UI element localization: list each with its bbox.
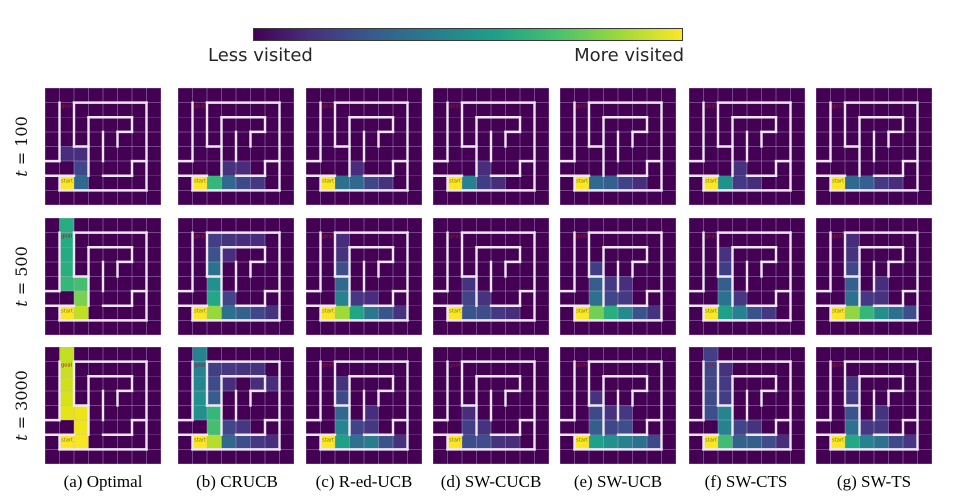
panel-crucb-t3000: goal start [178,347,294,464]
panel-red-ucb-t3000: goal start [306,347,422,464]
panel-sw-ts-t100: goal start [816,88,932,205]
start-label: start [61,178,73,184]
colorbar-gradient [253,28,683,41]
start-label: start [832,437,844,443]
start-label: start [832,308,844,314]
start-label: start [576,437,588,443]
goal-label: goal [576,234,587,240]
goal-label: goal [449,363,460,369]
panel-red-ucb-t100: goal start [306,88,422,205]
caption-sw-cucb: (d) SW-CUCB [440,472,542,491]
goal-label: goal [194,104,205,110]
goal-label: goal [832,363,843,369]
start-label: start [576,308,588,314]
goal-label: goal [576,363,587,369]
goal-label: goal [449,104,460,110]
start-label: start [322,178,334,184]
row-label-t3000-text: t = 3000 [11,370,31,441]
panel-sw-ucb-t3000: goal start [560,347,676,464]
start-label: start [194,308,206,314]
goal-label: goal [705,363,716,369]
start-label: start [832,178,844,184]
start-label: start [705,308,717,314]
row-label-t100-text: t = 100 [11,116,31,177]
goal-label: goal [832,234,843,240]
colorbar-max-label: More visited [574,45,684,66]
goal-label: goal [61,104,72,110]
panel-sw-ts-t500: goal start [816,218,932,335]
start-label: start [322,437,334,443]
goal-label: goal [194,363,205,369]
row-label-t3000: t = 3000 [0,347,42,464]
start-label: start [194,178,206,184]
goal-label: goal [322,104,333,110]
goal-label: goal [322,234,333,240]
panel-sw-cucb-t500: goal start [433,218,549,335]
start-label: start [61,308,73,314]
panel-sw-ucb-t100: goal start [560,88,676,205]
caption-optimal: (a) Optimal [63,472,143,491]
panel-optimal-t100: goal start [45,88,161,205]
panel-optimal-t500: goal start [45,218,161,335]
colorbar-min-label: Less visited [208,45,313,66]
start-label: start [576,178,588,184]
start-label: start [449,437,461,443]
panel-sw-cucb-t100: goal start [433,88,549,205]
caption-sw-ucb: (e) SW-UCB [573,472,663,491]
goal-label: goal [449,234,460,240]
goal-label: goal [576,104,587,110]
panel-crucb-t500: goal start [178,218,294,335]
goal-label: goal [705,104,716,110]
panel-red-ucb-t500: goal start [306,218,422,335]
goal-label: goal [61,234,72,240]
panel-sw-cts-t3000: goal start [689,347,805,464]
caption-sw-cts: (f) SW-CTS [704,472,788,491]
panel-sw-cts-t500: goal start [689,218,805,335]
start-label: start [705,437,717,443]
caption-red-ucb: (c) R-ed-UCB [315,472,413,491]
caption-sw-ts: (g) SW-TS [836,472,912,491]
panel-sw-ucb-t500: goal start [560,218,676,335]
panel-crucb-t100: goal start [178,88,294,205]
panel-sw-cts-t100: goal start [689,88,805,205]
start-label: start [449,178,461,184]
caption-crucb: (b) CRUCB [196,472,278,491]
row-label-t500-text: t = 500 [11,246,31,307]
goal-label: goal [832,104,843,110]
row-label-t100: t = 100 [0,88,42,205]
goal-label: goal [705,234,716,240]
goal-label: goal [61,363,72,369]
start-label: start [322,308,334,314]
panel-sw-ts-t3000: goal start [816,347,932,464]
goal-label: goal [322,363,333,369]
start-label: start [705,178,717,184]
panel-optimal-t3000: goal start [45,347,161,464]
start-label: start [449,308,461,314]
row-label-t500: t = 500 [0,218,42,335]
goal-label: goal [194,234,205,240]
panel-sw-cucb-t3000: goal start [433,347,549,464]
start-label: start [194,437,206,443]
start-label: start [61,437,73,443]
